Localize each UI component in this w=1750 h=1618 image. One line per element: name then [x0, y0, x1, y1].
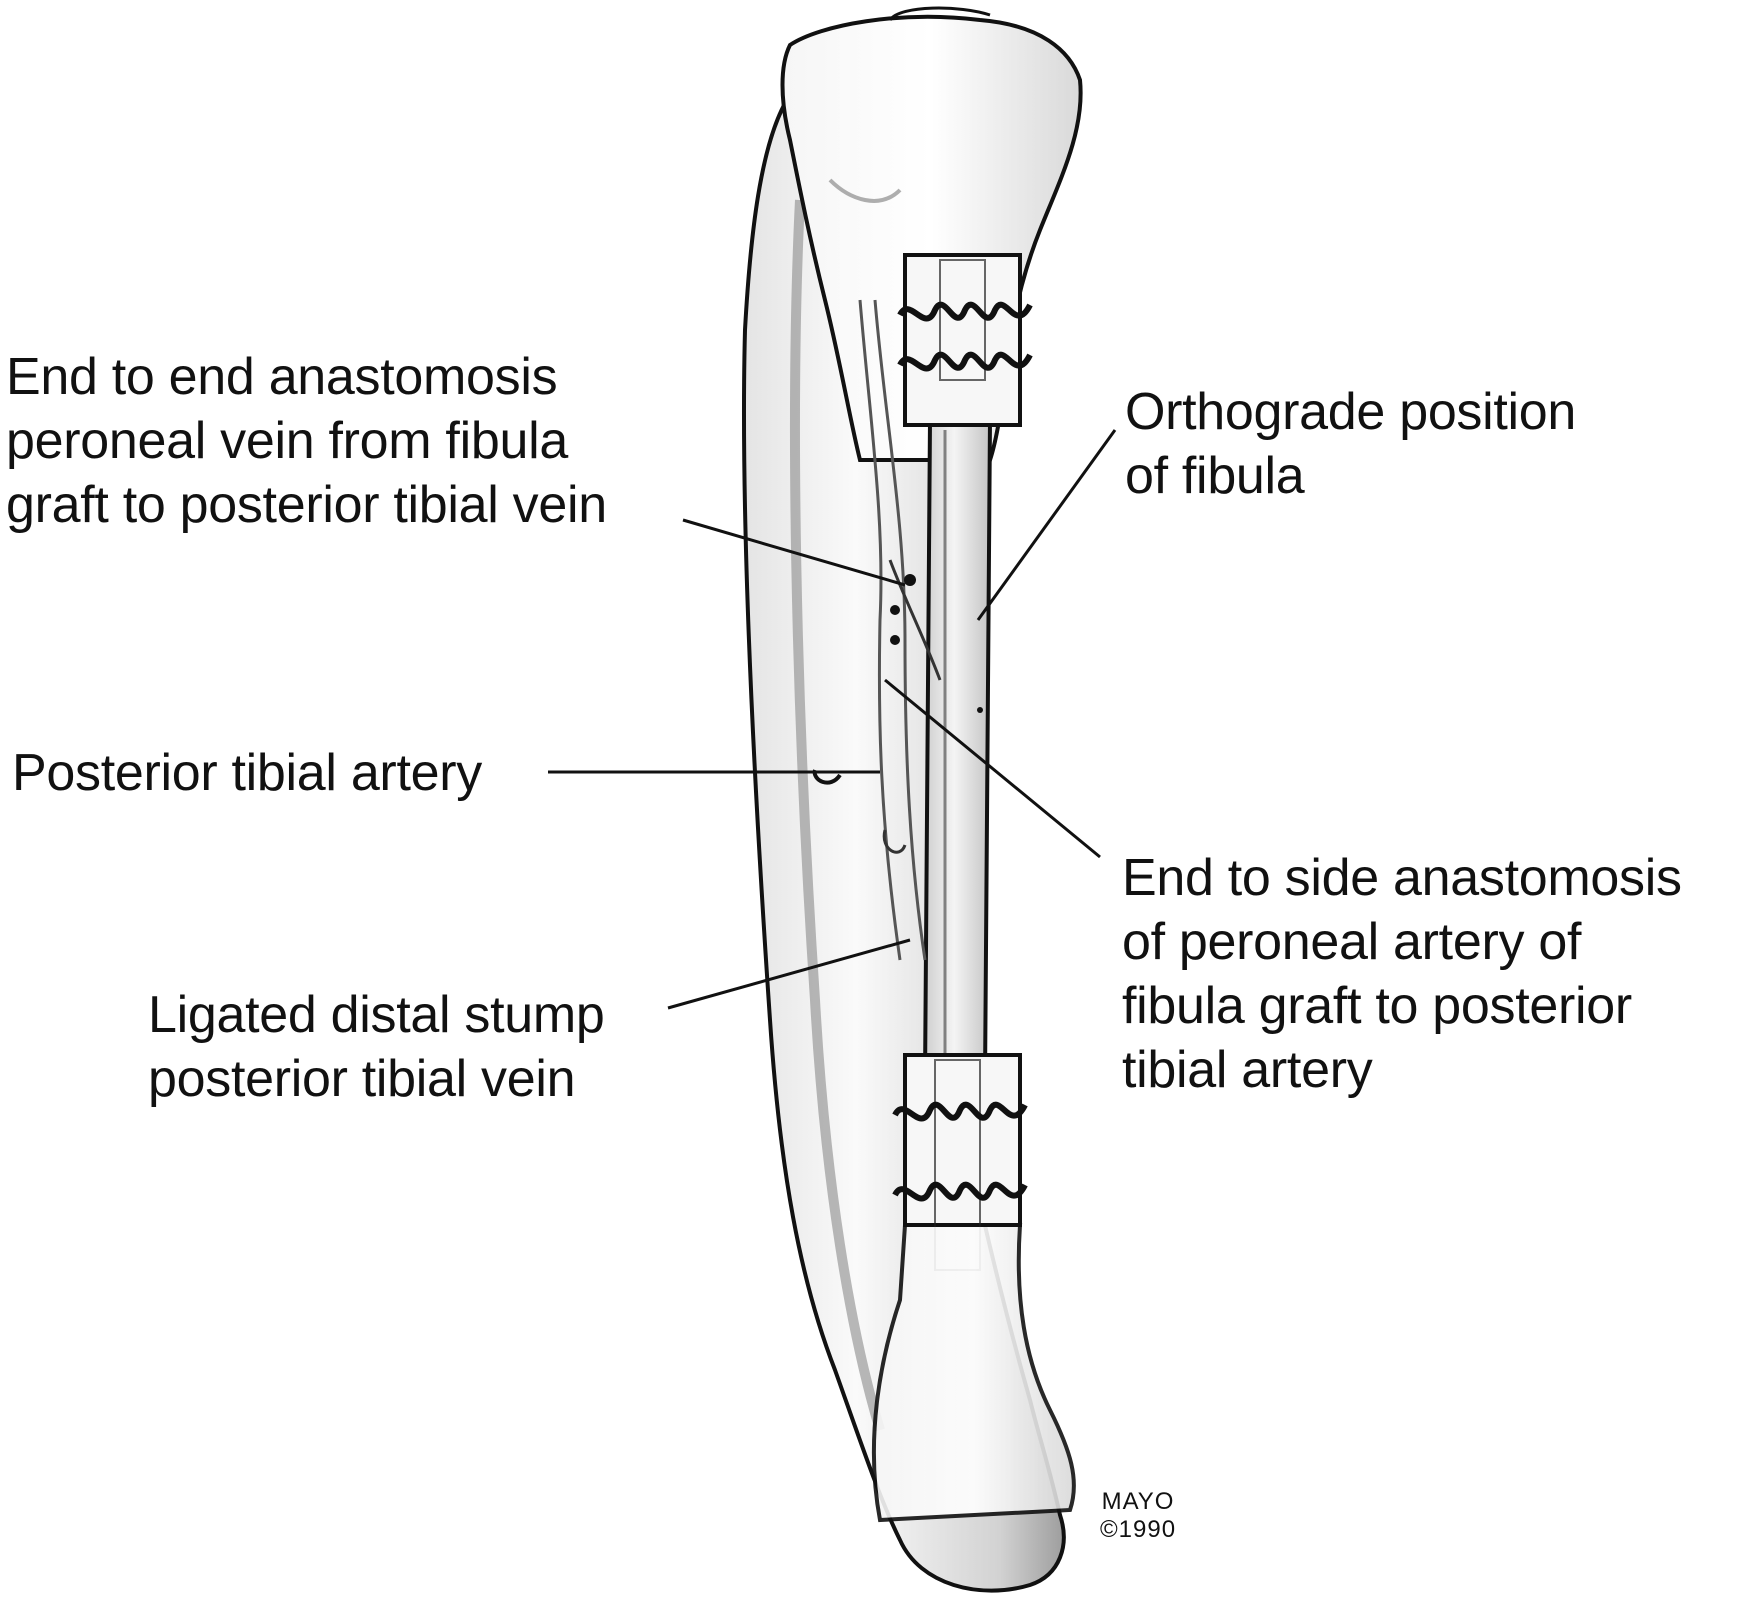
label-ligated-distal-stump: Ligated distal stump posterior tibial ve…: [148, 983, 605, 1111]
label-line: tibial artery: [1122, 1041, 1373, 1099]
label-line: peroneal vein from fibula: [6, 412, 568, 470]
label-line: fibula graft to posterior: [1122, 977, 1632, 1035]
label-line: posterior tibial vein: [148, 1050, 576, 1108]
copyright-credit: MAYO ©1990: [1100, 1488, 1176, 1544]
label-line: of fibula: [1125, 447, 1305, 505]
label-line: End to end anastomosis: [6, 348, 558, 406]
label-line: Posterior tibial artery: [12, 744, 482, 802]
leader-orthograde: [976, 429, 1117, 621]
label-orthograde-position: Orthograde position of fibula: [1125, 380, 1576, 508]
label-line: of peroneal artery of: [1122, 913, 1582, 971]
credit-line: ©1990: [1100, 1516, 1177, 1543]
leader-end-to-side: [884, 678, 1101, 859]
label-posterior-tibial-artery: Posterior tibial artery: [12, 741, 482, 805]
label-end-to-end-anastomosis: End to end anastomosis peroneal vein fro…: [6, 345, 607, 537]
fibula-graft: [922, 418, 993, 1082]
leader-end-to-end: [682, 518, 906, 587]
proximal-fixation: [897, 253, 1033, 427]
label-line: graft to posterior tibial vein: [6, 476, 607, 534]
leader-lines: [548, 429, 1117, 1010]
leader-ligated-stump: [667, 938, 911, 1010]
distal-host-bone: [871, 1223, 1076, 1523]
label-end-to-side-anastomosis: End to side anastomosis of peroneal arte…: [1122, 846, 1682, 1102]
distal-fixation: [892, 1053, 1028, 1271]
credit-line: MAYO: [1101, 1488, 1175, 1515]
vessels: [858, 299, 942, 961]
label-line: End to side anastomosis: [1122, 849, 1682, 907]
label-line: Orthograde position: [1125, 383, 1577, 441]
label-line: Ligated distal stump: [148, 986, 605, 1044]
